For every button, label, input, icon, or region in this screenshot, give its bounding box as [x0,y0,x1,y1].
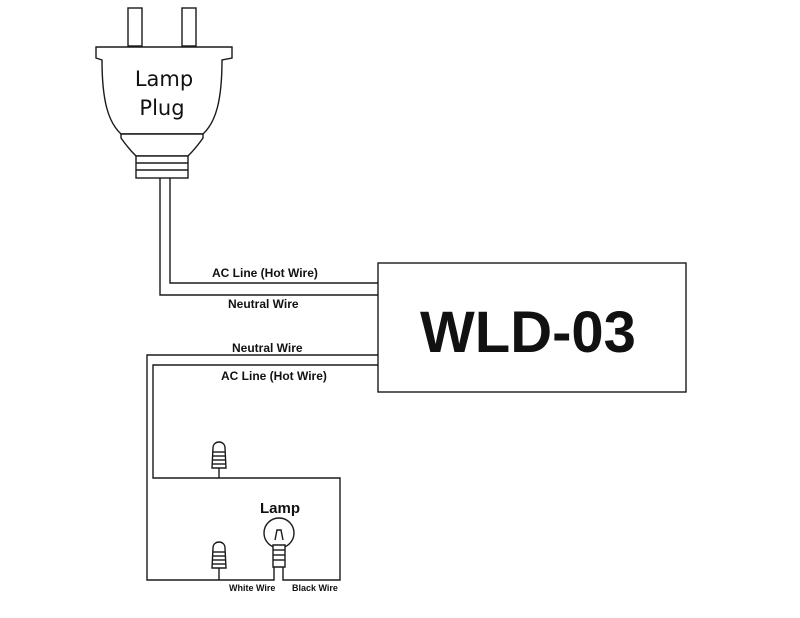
plug-prong-left [127,7,143,47]
plug-neck [120,133,204,157]
output-hot-wire [152,364,378,479]
device-label: WLD-03 [420,300,636,365]
lamp-plug: Lamp Plug [95,7,233,179]
upper-wire-nut [211,441,227,478]
input-hot-label: AC Line (Hot Wire) [212,266,318,280]
black-wire-label: Black Wire [292,583,338,593]
plug-strain-relief [135,155,189,179]
input-neutral-wire [159,178,378,296]
input-neutral-label: Neutral Wire [228,297,299,311]
plug-label-line2: Plug [139,96,184,120]
output-neutral-wire [146,354,378,581]
plug-label-line1: Lamp [135,67,193,91]
wld-03-device [377,262,687,393]
white-wire [219,567,275,581]
output-neutral-label: Neutral Wire [232,341,303,355]
lower-wire-nut [211,541,227,580]
lamp-label: Lamp [260,500,300,517]
lamp-bulb-icon [263,517,295,568]
black-wire [219,477,341,581]
output-hot-label: AC Line (Hot Wire) [221,369,327,383]
white-wire-label: White Wire [229,583,275,593]
plug-prong-right [181,7,197,47]
input-hot-wire [169,178,378,284]
